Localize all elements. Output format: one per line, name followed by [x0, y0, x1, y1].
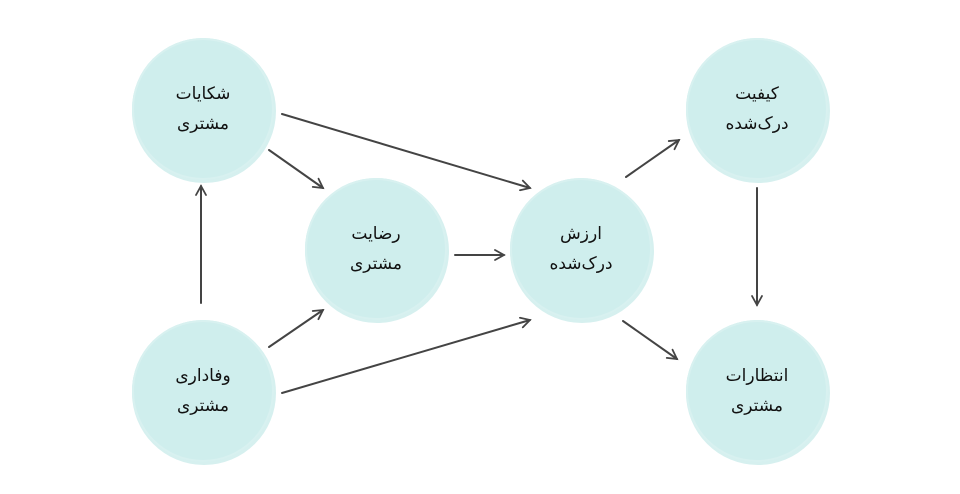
node-label-line1: وفاداری	[175, 366, 231, 386]
arrow-complaints-to-satisfaction	[268, 149, 325, 190]
node-customer-complaints: شکایات مشتری	[132, 38, 274, 180]
node-label-line2: مشتری	[730, 396, 784, 416]
node-label-line1: شکایات	[175, 84, 231, 104]
node-label-line2: مشتری	[176, 396, 230, 416]
node-perceived-value: ارزش درک‌شده	[510, 178, 652, 320]
node-customer-loyalty: وفاداری مشتری	[132, 320, 274, 462]
node-label-line1: ارزش	[560, 224, 602, 244]
node-perceived-quality: کیفیت درک‌شده	[686, 38, 828, 180]
arrow-perceived-value-to-expectations	[622, 320, 679, 361]
node-label-line2: درک‌شده	[549, 254, 613, 274]
node-customer-satisfaction: رضایت مشتری	[305, 178, 447, 320]
arrow-complaints-to-perceived-value	[281, 113, 532, 192]
node-label-line1: انتظارات	[725, 366, 789, 386]
arrow-perceived-value-to-quality	[625, 138, 681, 178]
node-label-line2: مشتری	[349, 254, 403, 274]
node-label-line1: کیفیت	[735, 84, 779, 104]
node-customer-expectations: انتظارات مشتری	[686, 320, 828, 462]
arrow-loyalty-to-perceived-value	[281, 316, 532, 394]
node-label-line2: مشتری	[176, 114, 230, 134]
node-label-line1: رضایت	[351, 224, 401, 244]
node-label-line2: درک‌شده	[725, 114, 789, 134]
arrow-loyalty-to-satisfaction	[268, 308, 325, 348]
